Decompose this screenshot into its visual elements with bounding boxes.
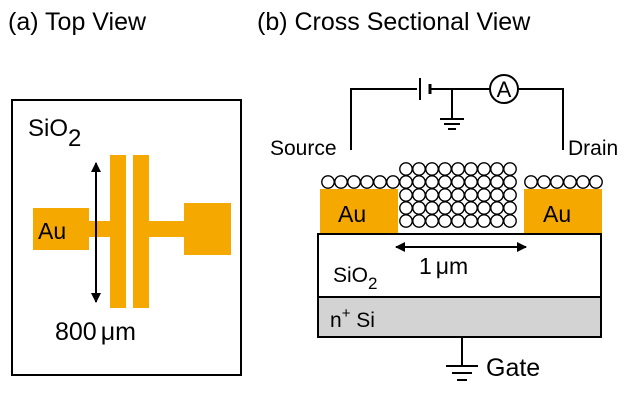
nanoparticle [347,175,361,189]
nanoparticle [503,188,517,202]
nanoparticle [477,175,491,189]
nanoparticle [490,175,504,189]
nanoparticle [490,162,504,176]
nanoparticle [412,201,426,215]
oxide-layer-label: SiO2 [333,264,377,293]
nanoparticle [550,175,564,189]
nanoparticle [490,188,504,202]
left-finger [110,155,126,308]
nanoparticle [438,201,452,215]
gate-ground-icon [446,337,478,381]
nanoparticle [490,214,504,228]
nanoparticle [451,201,465,215]
circuit-wiring [350,78,564,150]
nanoparticle [412,214,426,228]
nanoparticle [503,162,517,176]
nanoparticle [490,201,504,215]
nanoparticle [438,162,452,176]
gate-label: Gate [486,354,540,382]
nanoparticle [412,162,426,176]
nanoparticle [503,201,517,215]
nanoparticle-film [321,162,603,228]
source-contact [320,189,398,233]
left-contact-pad [33,208,89,250]
nanoparticle [399,214,413,228]
drain-contact-label: Au [543,201,571,227]
nanoparticle [524,175,538,189]
nanoparticle [399,162,413,176]
nanoparticle [477,162,491,176]
nanoparticle [576,175,590,189]
top-view-title: (a) Top View [8,8,147,36]
nanoparticle [477,214,491,228]
top-view-metal-label: Au [38,218,66,244]
nanoparticle [321,175,335,189]
nanoparticle [412,175,426,189]
source-label: Source [270,137,337,160]
nanoparticle [425,188,439,202]
nanoparticle [537,175,551,189]
source-contact-label: Au [338,201,366,227]
nanoparticle [425,214,439,228]
nanoparticle [386,175,400,189]
nanoparticle [451,175,465,189]
nanoparticle [425,162,439,176]
top-view-oxide-label: SiO2 [28,115,81,152]
source-wire [350,88,417,150]
drain-contact [524,189,602,233]
nanoparticle [451,188,465,202]
cross-section-title: (b) Cross Sectional View [257,8,531,36]
nanoparticle [589,175,603,189]
drain-wire [518,88,564,150]
nanoparticle [438,214,452,228]
drain-label: Drain [568,137,618,160]
nanoparticle [451,214,465,228]
nanoparticle [438,175,452,189]
nanoparticle [503,175,517,189]
nanoparticle [425,201,439,215]
nanoparticle [464,162,478,176]
nanoparticle [412,188,426,202]
nanoparticle [477,188,491,202]
substrate-label: n+ Si [330,305,375,332]
nanoparticle [399,188,413,202]
nanoparticle [373,175,387,189]
ammeter-icon [489,74,519,104]
nanoparticle [477,201,491,215]
nanoparticle [563,175,577,189]
nanoparticle [451,162,465,176]
right-finger [133,155,149,308]
nanoparticle [334,175,348,189]
nanoparticle [503,214,517,228]
nanoparticle [464,175,478,189]
nanoparticle [464,201,478,215]
substrate-layer [317,296,602,338]
nanoparticle [438,188,452,202]
nanoparticle [360,175,374,189]
nanoparticle [399,201,413,215]
ammeter-label: A [497,77,512,102]
nanoparticle [464,214,478,228]
right-lead [149,221,185,237]
nanoparticle [425,175,439,189]
nanoparticle [399,175,413,189]
right-contact-pad [184,203,231,255]
nanoparticle [464,188,478,202]
left-lead [88,221,110,237]
